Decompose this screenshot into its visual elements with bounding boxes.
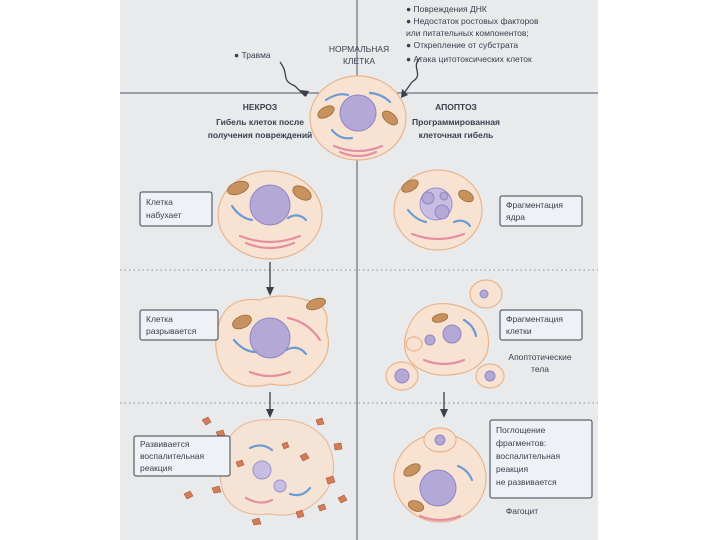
necrosis-step3-line2: воспалительная (140, 451, 204, 461)
engulf-line3: воспалительная (496, 451, 560, 461)
apoptosis-squiggle-arrow (401, 57, 421, 97)
apoptosis-arrowhead (401, 89, 408, 98)
apoptosis-step2-callout: Фрагментация клетки (499, 309, 583, 341)
trigger-cytotoxic: ● Атака цитотоксических клеток (406, 54, 532, 64)
apoptosis-step1-line2: ядра (506, 212, 525, 222)
trigger-detachment: ● Открепление от субстрата (406, 40, 518, 50)
necrosis-step1-line2: набухает (146, 210, 182, 220)
apoptosis-title: АПОПТОЗ (435, 102, 477, 112)
apoptosis-triggers: ● Повреждения ДНК ● Недостаток ростовых … (406, 4, 539, 64)
apoptosis-step1-line1: Фрагментация (506, 200, 563, 210)
trigger-growth-factor: ● Недостаток ростовых факторов (406, 16, 539, 26)
necrosis-step2-line1: Клетка (146, 314, 173, 324)
apoptosis-arrowhead-step (440, 409, 448, 418)
necrosis-title: НЕКРОЗ (243, 102, 278, 112)
necrosis-inflammation-cell (183, 416, 348, 526)
necrosis-ruptured-cell (215, 295, 329, 387)
trigger-nutrients: или питательных компонентов; (406, 28, 529, 38)
engulf-line1: Поглощение (496, 425, 546, 435)
necrosis-arrowhead-2 (266, 409, 274, 418)
necrosis-apoptosis-diagram: ● Травма ● Повреждения ДНК ● Недостаток … (120, 0, 598, 540)
necrosis-step1-line1: Клетка (146, 197, 173, 207)
trigger-dna-damage: ● Повреждения ДНК (406, 4, 487, 14)
necrosis-subtitle-1: Гибель клеток после (216, 117, 304, 127)
engulf-line5: не развивается (496, 477, 557, 487)
inflammation-debris (183, 416, 348, 526)
phagocyte-label: Фагоцит (506, 506, 538, 516)
necrosis-step3-callout: Развивается воспалительная реакция (133, 435, 231, 477)
apoptosis-subtitle-2: клеточная гибель (419, 130, 494, 140)
engulf-line2: фрагментов: (496, 438, 546, 448)
apoptosis-subtitle-1: Программированная (412, 117, 500, 127)
phagocyte-cell (393, 427, 487, 523)
normal-cell-label-1: НОРМАЛЬНАЯ (329, 44, 389, 54)
engulf-line4: реакция (496, 464, 529, 474)
necrosis-step2-callout: Клетка разрывается (139, 309, 219, 341)
necrosis-swollen-cell (217, 170, 323, 260)
trauma-squiggle-arrow (279, 61, 306, 97)
normal-cell-label-2: КЛЕТКА (343, 56, 375, 66)
apoptotic-bodies-label-2: тела (531, 364, 549, 374)
trauma-trigger: ● Травма (234, 50, 271, 60)
normal-cell (309, 75, 407, 161)
apoptotic-bodies-label-1: Апоптотические (508, 352, 571, 362)
apoptosis-step3-callout: Поглощение фрагментов: воспалительная ре… (489, 419, 593, 499)
apoptosis-fragmenting-cell (393, 169, 483, 251)
necrosis-step2-line2: разрывается (146, 326, 197, 336)
trauma-arrowhead (300, 90, 309, 97)
necrosis-subtitle-2: получения повреждений (208, 130, 313, 140)
apoptosis-fragmented-cell (385, 279, 505, 391)
apoptosis-step2-line2: клетки (506, 326, 532, 336)
necrosis-step3-line3: реакция (140, 463, 173, 473)
apoptosis-step1-callout: Фрагментация ядра (499, 195, 583, 227)
apoptosis-step2-line1: Фрагментация (506, 314, 563, 324)
diagram-scan: ● Травма ● Повреждения ДНК ● Недостаток … (120, 0, 598, 540)
necrosis-step3-line1: Развивается (140, 439, 190, 449)
necrosis-arrowhead-1 (266, 287, 274, 296)
necrosis-step1-callout: Клетка набухает (139, 191, 213, 227)
